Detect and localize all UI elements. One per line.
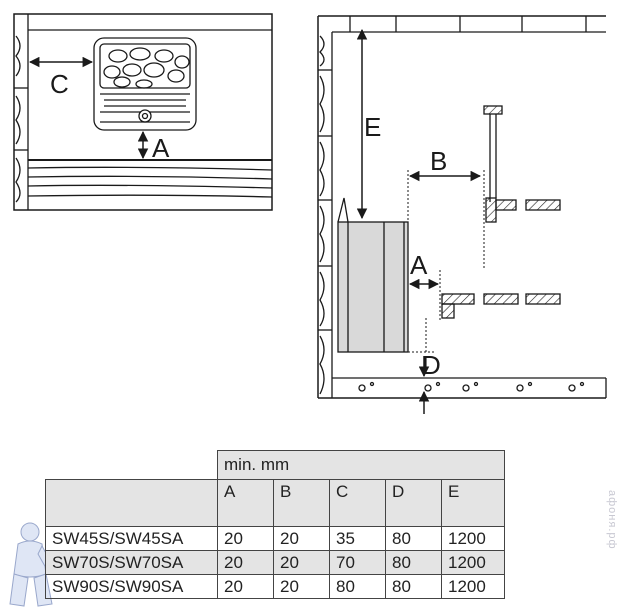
lower-bench (441, 293, 561, 319)
table-row: SW70S/SW70SA 20 20 70 80 1200 (45, 550, 505, 575)
unit-header: min. mm (217, 450, 505, 480)
value-cell-b: 20 (273, 526, 330, 551)
label-d: D (422, 350, 441, 380)
value-cell-e: 1200 (441, 526, 505, 551)
bench-boards (27, 159, 273, 198)
label-b: B (430, 146, 447, 176)
value-cell-d: 80 (385, 550, 442, 575)
floor-boards (318, 377, 607, 399)
upper-bench (483, 105, 561, 223)
table-header-row: A B C D E (45, 479, 505, 527)
ceiling-boards (318, 15, 606, 33)
value-cell-c: 80 (329, 574, 386, 599)
model-header-cell (45, 479, 218, 527)
value-cell-a: 20 (217, 526, 274, 551)
side-view-diagram (317, 15, 607, 414)
model-cell: SW45S/SW45SA (45, 526, 218, 551)
value-cell-c: 35 (329, 526, 386, 551)
installation-diagrams: C A (13, 13, 607, 414)
label-c: C (50, 69, 69, 99)
clearance-guides (407, 170, 485, 353)
left-wall-logs (14, 30, 29, 210)
clearance-table: min. mm A B C D E SW45S/SW45SA 20 20 35 … (45, 450, 505, 599)
label-a-top: A (152, 133, 170, 163)
col-header-b: B (273, 479, 330, 527)
value-cell-a: 20 (217, 550, 274, 575)
side-wall-logs (317, 16, 333, 398)
watermark: афоня.рф (606, 490, 618, 550)
col-header-d: D (385, 479, 442, 527)
model-cell: SW90S/SW90SA (45, 574, 218, 599)
value-cell-d: 80 (385, 526, 442, 551)
value-cell-e: 1200 (441, 550, 505, 575)
col-header-c: C (329, 479, 386, 527)
value-cell-e: 1200 (441, 574, 505, 599)
col-header-e: E (441, 479, 505, 527)
value-cell-b: 20 (273, 550, 330, 575)
heater-top-view (93, 37, 197, 131)
label-e: E (364, 112, 381, 142)
value-cell-c: 70 (329, 550, 386, 575)
model-cell: SW70S/SW70SA (45, 550, 218, 575)
col-header-a: A (217, 479, 274, 527)
table-row: SW45S/SW45SA 20 20 35 80 1200 (45, 526, 505, 551)
value-cell-b: 20 (273, 574, 330, 599)
table-unit-row: min. mm (46, 450, 505, 480)
heater-side-view (337, 197, 409, 353)
table-row: SW90S/SW90SA 20 20 80 80 1200 (45, 574, 505, 599)
value-cell-a: 20 (217, 574, 274, 599)
top-view-diagram (13, 13, 273, 211)
label-a-side: A (410, 250, 428, 280)
value-cell-d: 80 (385, 574, 442, 599)
